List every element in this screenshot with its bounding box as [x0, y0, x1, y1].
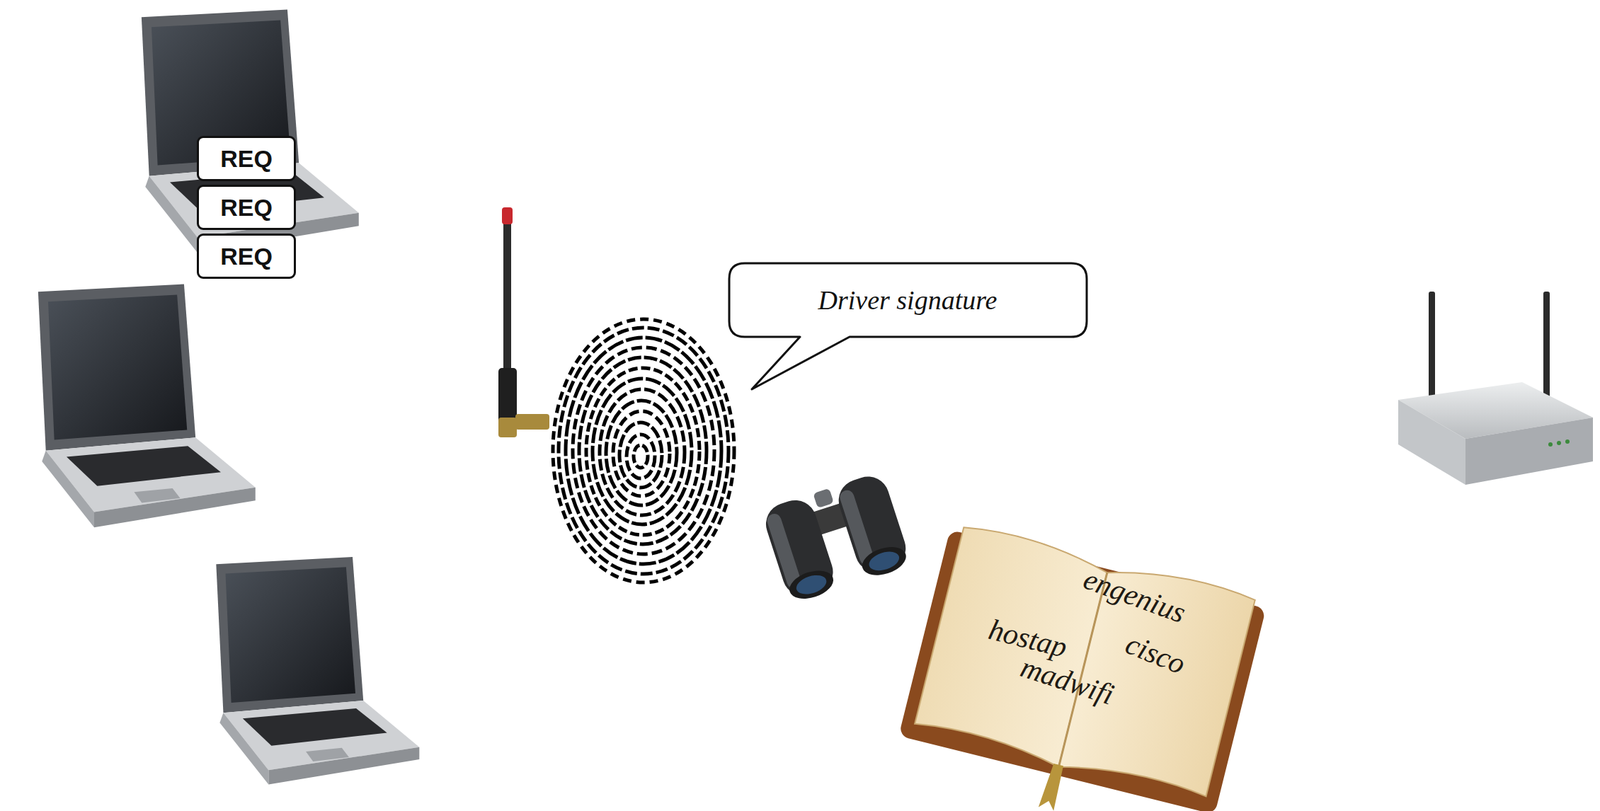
fingerprint [552, 319, 735, 583]
driver-name: madwifi [1016, 649, 1119, 712]
request-box: REQ [196, 184, 296, 231]
request-box: REQ [196, 135, 296, 182]
request-label: REQ [220, 193, 273, 222]
driver-name: engenius [1079, 562, 1191, 631]
bubble-text: Driver signature [818, 284, 998, 316]
binoculars [760, 471, 912, 606]
request-label: REQ [220, 145, 273, 173]
laptop [141, 9, 359, 253]
laptop [38, 283, 256, 528]
request-box: REQ [196, 233, 296, 279]
book [889, 520, 1268, 811]
access-point [1398, 291, 1593, 485]
laptop [215, 557, 420, 785]
request-label: REQ [220, 242, 273, 271]
bubble-shape [729, 263, 1087, 390]
driver-name: cisco [1120, 627, 1191, 682]
antenna [498, 207, 550, 438]
speech-bubble: Driver signature [729, 263, 1087, 337]
